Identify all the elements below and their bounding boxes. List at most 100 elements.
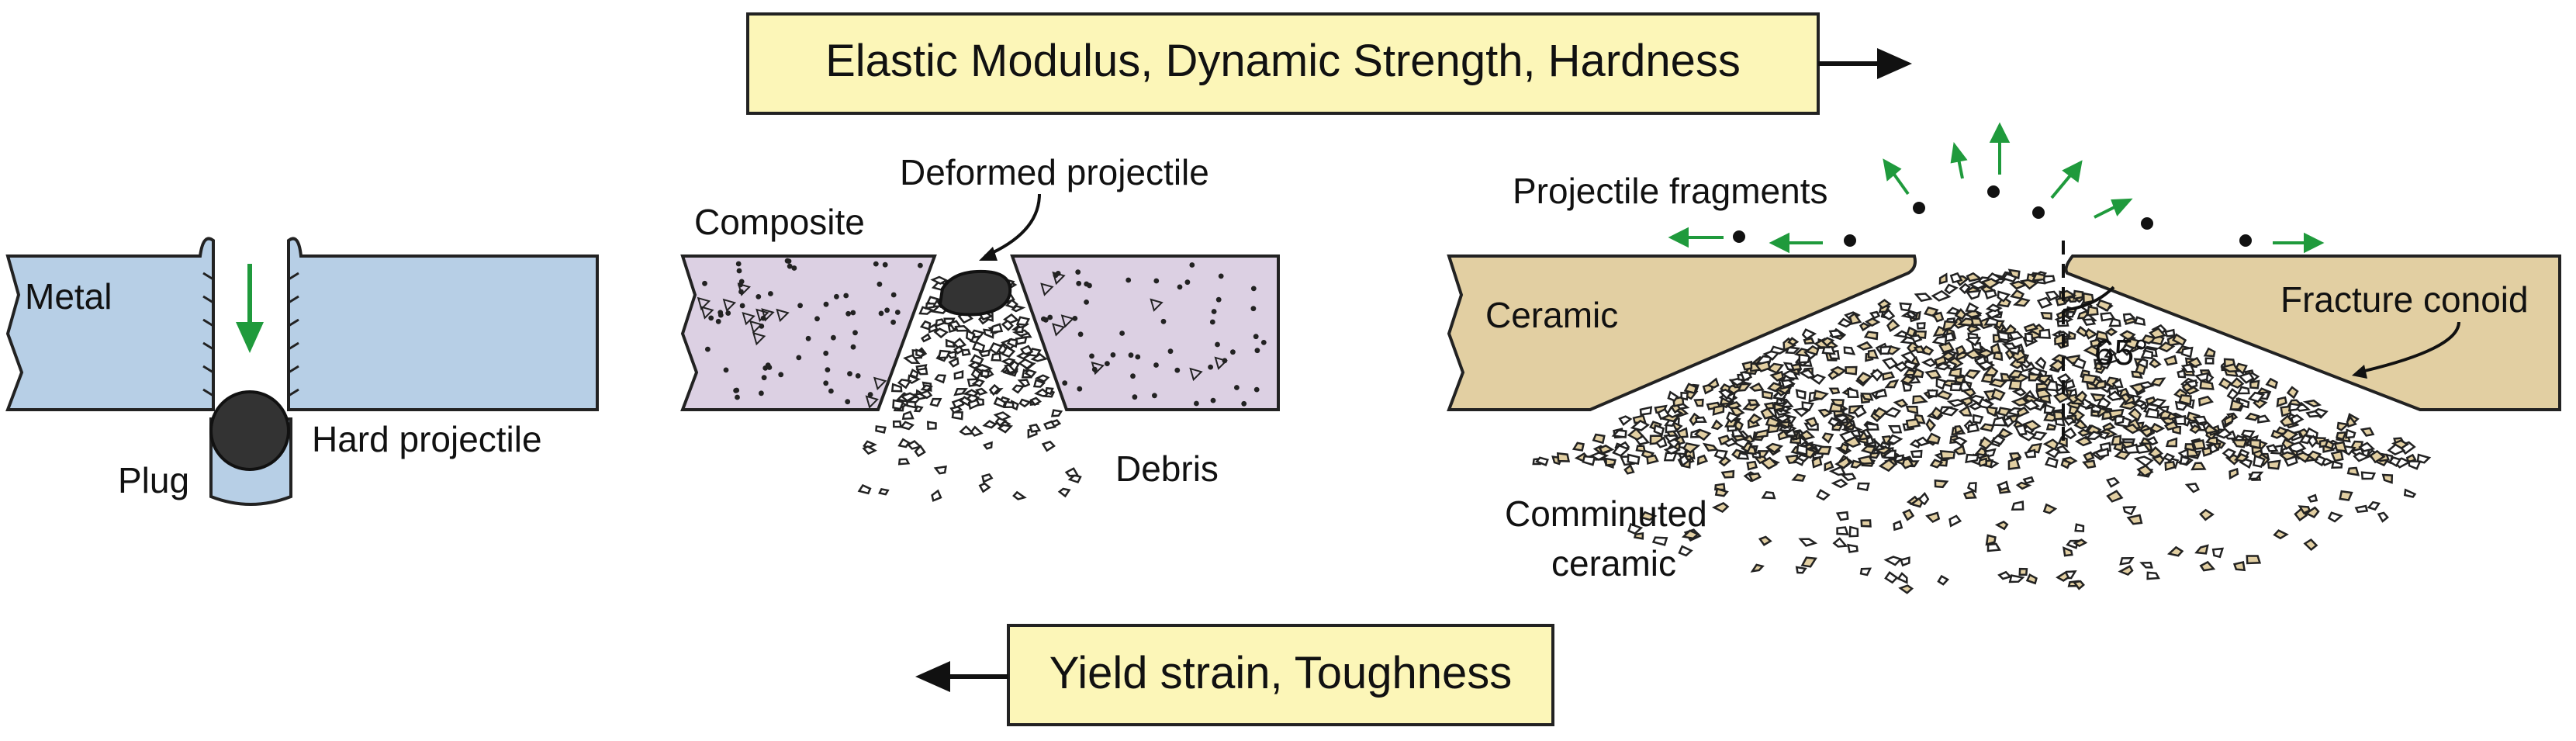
ceramic-fragment bbox=[2157, 341, 2176, 353]
ceramic-fragment bbox=[2105, 352, 2119, 365]
debris-piece bbox=[1029, 423, 1042, 433]
ceramic-fragment bbox=[2194, 372, 2209, 383]
ceramic-fragment bbox=[1886, 318, 1900, 333]
ceramic-fragment bbox=[1860, 519, 1872, 528]
debris-piece bbox=[1011, 384, 1025, 394]
ceramic-fragment bbox=[2042, 438, 2059, 452]
ceramic-fragment bbox=[1765, 442, 1784, 454]
fibre-dot bbox=[1089, 353, 1094, 359]
ceramic-fragment bbox=[1843, 346, 1856, 355]
ceramic-fragment bbox=[1803, 337, 1816, 345]
ceramic-fragment bbox=[2074, 523, 2085, 532]
ceramic-fragment bbox=[1678, 545, 1693, 557]
ceramic-fragment bbox=[2022, 420, 2042, 431]
debris-piece bbox=[901, 410, 915, 421]
debris-piece bbox=[913, 405, 924, 413]
debris-piece bbox=[897, 458, 911, 466]
ceramic-fragment bbox=[2119, 557, 2135, 566]
fibre-dot bbox=[1072, 316, 1078, 321]
ceramic-fragment bbox=[2174, 400, 2189, 411]
ceramic-fragment bbox=[1856, 341, 1873, 351]
fibre-dot bbox=[1084, 300, 1089, 305]
ceramic-fragment bbox=[1718, 455, 1731, 467]
ceramic-fragment bbox=[1781, 368, 1800, 380]
ceramic-fragment bbox=[1777, 429, 1789, 441]
debris-piece bbox=[971, 379, 985, 388]
ceramic-fragment bbox=[1934, 479, 1949, 489]
fibre-dot bbox=[1210, 397, 1216, 403]
ceramic-fragment bbox=[2360, 427, 2375, 437]
ceramic-fragment bbox=[1927, 389, 1938, 398]
ceramic-fragment bbox=[1900, 351, 1917, 365]
ceramic-fragment bbox=[1856, 372, 1873, 385]
ceramic-fragment bbox=[2336, 431, 2348, 441]
debris-piece bbox=[1003, 400, 1015, 408]
fibre-dot bbox=[797, 303, 803, 309]
ceramic-fragment bbox=[1737, 452, 1750, 460]
ceramic-fragment bbox=[2279, 451, 2299, 462]
debris-piece bbox=[897, 378, 912, 390]
debris-piece bbox=[1017, 379, 1031, 388]
ceramic-fragment bbox=[1966, 289, 1982, 300]
debris-piece bbox=[1029, 396, 1043, 407]
fibre-triangle bbox=[1052, 271, 1066, 286]
fibre-dot bbox=[1253, 386, 1260, 393]
ceramic-fragment bbox=[2122, 313, 2136, 322]
ceramic-fragment bbox=[2191, 439, 2206, 450]
bottom-property-box: Yield strain, Toughness bbox=[1007, 624, 1554, 726]
fibre-dot bbox=[1153, 278, 1160, 284]
fibre-dot bbox=[823, 380, 829, 386]
ceramic-fragment bbox=[1949, 383, 1963, 392]
ceramic-fragment bbox=[2094, 362, 2104, 371]
ceramic-fragment bbox=[1931, 335, 1948, 346]
ceramic-fragment bbox=[2307, 450, 2322, 462]
fibre-dot bbox=[1184, 279, 1191, 286]
ceramic-fragment bbox=[1811, 455, 1823, 469]
ceramic-fragment bbox=[1997, 331, 2011, 342]
ceramic-fragment bbox=[2122, 423, 2140, 435]
ceramic-fragment bbox=[1979, 423, 1995, 432]
ceramic-fragment bbox=[1853, 404, 1867, 418]
ceramic-fragment bbox=[2024, 448, 2037, 459]
ceramic-fragment bbox=[1653, 424, 1665, 436]
ceramic-fragment bbox=[2336, 421, 2350, 431]
fibre-dot bbox=[735, 261, 742, 267]
debris-piece bbox=[978, 482, 991, 493]
ceramic-fragment bbox=[2140, 349, 2154, 360]
fibre-triangle bbox=[700, 306, 714, 320]
ceramic-fragment bbox=[1762, 390, 1774, 400]
ceramic-fragment bbox=[2062, 417, 2076, 427]
debris-piece bbox=[892, 399, 904, 410]
ceramic-fragment bbox=[1747, 399, 1760, 407]
ceramic-fragment bbox=[1912, 395, 1928, 405]
ceramic-fragment bbox=[1884, 379, 1900, 389]
ceramic-fragment bbox=[1986, 542, 2001, 552]
ceramic-fragment bbox=[1635, 445, 1646, 453]
debris-piece bbox=[892, 420, 902, 428]
ceramic-fragment bbox=[1906, 326, 1917, 338]
ceramic-fragment bbox=[2055, 417, 2066, 427]
ceramic-fragment bbox=[1712, 404, 1725, 416]
ceramic-fragment bbox=[1938, 272, 1948, 285]
ceramic-fragment bbox=[1843, 435, 1862, 448]
ceramic-fragment bbox=[1911, 368, 1924, 379]
ceramic-fragment bbox=[1983, 316, 1999, 326]
debris-piece bbox=[961, 348, 971, 357]
debris-piece bbox=[1064, 467, 1080, 477]
fibre-dot bbox=[735, 394, 740, 400]
ceramic-fragment bbox=[2146, 435, 2159, 446]
composite-plate-right bbox=[1010, 255, 1280, 411]
fibre-dot bbox=[814, 316, 820, 322]
fibre-dot bbox=[845, 310, 851, 317]
green-ejection-arrows-icon bbox=[1668, 122, 2325, 254]
ceramic-fragment bbox=[1753, 428, 1769, 439]
ceramic-fragment bbox=[1867, 349, 1879, 359]
fibre-dot bbox=[1167, 348, 1174, 355]
ceramic-fragment bbox=[1902, 508, 1915, 521]
ceramic-fragment bbox=[2204, 357, 2215, 365]
ceramic-fragment bbox=[2045, 423, 2057, 431]
ceramic-fragment bbox=[2265, 377, 2278, 390]
fibre-dot bbox=[1125, 277, 1132, 283]
ceramic-fragment bbox=[2238, 372, 2255, 384]
ceramic-fragment bbox=[1967, 423, 1980, 434]
